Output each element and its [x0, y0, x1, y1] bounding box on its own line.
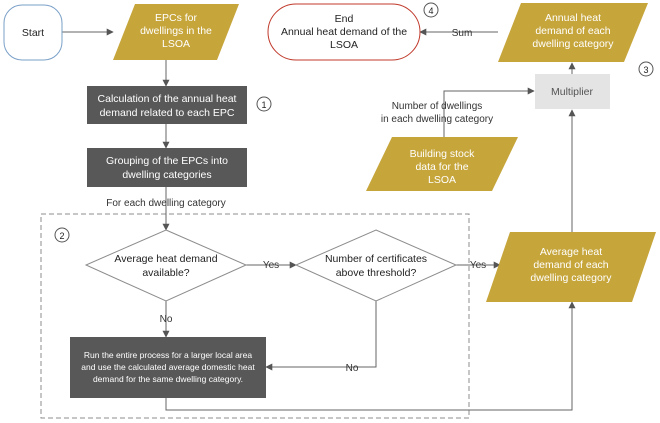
- avg-available-line-1: Average heat demand: [114, 253, 217, 265]
- svg-text:2: 2: [59, 231, 64, 241]
- epcs-line-2: dwellings in the: [140, 25, 212, 37]
- num-dwellings-line-1: Number of dwellings: [392, 101, 483, 112]
- avg-available-decision: Average heat demand available?: [84, 229, 248, 302]
- avg-heat-line-2: demand of each: [533, 259, 608, 271]
- arrow-no-to-run-process-2: [265, 301, 377, 371]
- sum-label: Sum: [452, 28, 473, 39]
- start-node: Start: [3, 4, 63, 61]
- grouping-line-1: Grouping of the EPCs into: [106, 155, 228, 167]
- arrow-stock-to-multiplier: [443, 87, 535, 137]
- svg-text:1: 1: [261, 100, 266, 110]
- calc-line-2: demand related to each EPC: [100, 107, 235, 119]
- num-dwellings-line-2: in each dwelling category: [381, 114, 493, 125]
- end-line-3: LSOA: [330, 39, 358, 51]
- step-number-3: 3: [638, 61, 654, 77]
- epcs-line-3: LSOA: [162, 38, 190, 50]
- step-number-1: 1: [256, 96, 272, 112]
- run-process-line-2: and use the calculated average domestic …: [81, 362, 255, 372]
- grouping-node: Grouping of the EPCs into dwelling categ…: [87, 148, 247, 187]
- run-process-line-3: demand for the same dwelling category.: [93, 374, 243, 384]
- annual-heat-node: Annual heat demand of each dwelling cate…: [498, 3, 648, 62]
- avg-heat-line-3: dwelling category: [530, 272, 612, 284]
- step-number-2: 2: [54, 227, 70, 243]
- epcs-node: EPCs for dwellings in the LSOA: [113, 4, 239, 60]
- building-stock-line-1: Building stock: [410, 148, 476, 160]
- loop-group-frame: [40, 213, 470, 419]
- calc-line-1: Calculation of the annual heat: [98, 93, 237, 105]
- yes-label-1: Yes: [263, 260, 279, 271]
- no-label-1: No: [160, 314, 173, 325]
- avg-heat-node: Average heat demand of each dwelling cat…: [486, 232, 656, 302]
- svg-text:3: 3: [643, 65, 648, 75]
- building-stock-line-2: data for the: [415, 161, 468, 173]
- end-line-2: Annual heat demand of the: [281, 26, 407, 38]
- multiplier-label: Multiplier: [551, 86, 594, 98]
- connectors: [62, 28, 576, 411]
- start-label: Start: [22, 27, 44, 39]
- grouping-line-2: dwelling categories: [122, 169, 211, 181]
- no-label-2: No: [346, 363, 359, 374]
- annual-heat-line-1: Annual heat: [545, 12, 601, 24]
- avg-heat-line-1: Average heat: [540, 246, 602, 258]
- num-certificates-decision: Number of certificates above threshold?: [294, 229, 458, 302]
- epcs-line-1: EPCs for: [155, 12, 198, 24]
- building-stock-node: Building stock data for the LSOA: [366, 137, 518, 191]
- multiplier-node: Multiplier: [535, 74, 610, 109]
- svg-text:4: 4: [428, 6, 433, 16]
- arrow-run-process-to-avg-heat: [165, 301, 576, 411]
- calculation-node: Calculation of the annual heat demand re…: [87, 86, 247, 124]
- run-process-line-1: Run the entire process for a larger loca…: [84, 350, 252, 360]
- for-each-label: For each dwelling category: [106, 198, 226, 209]
- num-certs-line-1: Number of certificates: [325, 253, 427, 265]
- end-node: End Annual heat demand of the LSOA: [267, 3, 421, 61]
- annual-heat-line-3: dwelling category: [532, 38, 614, 50]
- step-number-4: 4: [423, 2, 439, 18]
- yes-label-2: Yes: [470, 260, 486, 271]
- building-stock-line-3: LSOA: [428, 174, 456, 186]
- avg-available-line-2: available?: [142, 267, 189, 279]
- run-process-node: Run the entire process for a larger loca…: [70, 337, 266, 398]
- annual-heat-line-2: demand of each: [535, 25, 610, 37]
- num-certs-line-2: above threshold?: [336, 267, 417, 279]
- end-line-1: End: [335, 13, 354, 25]
